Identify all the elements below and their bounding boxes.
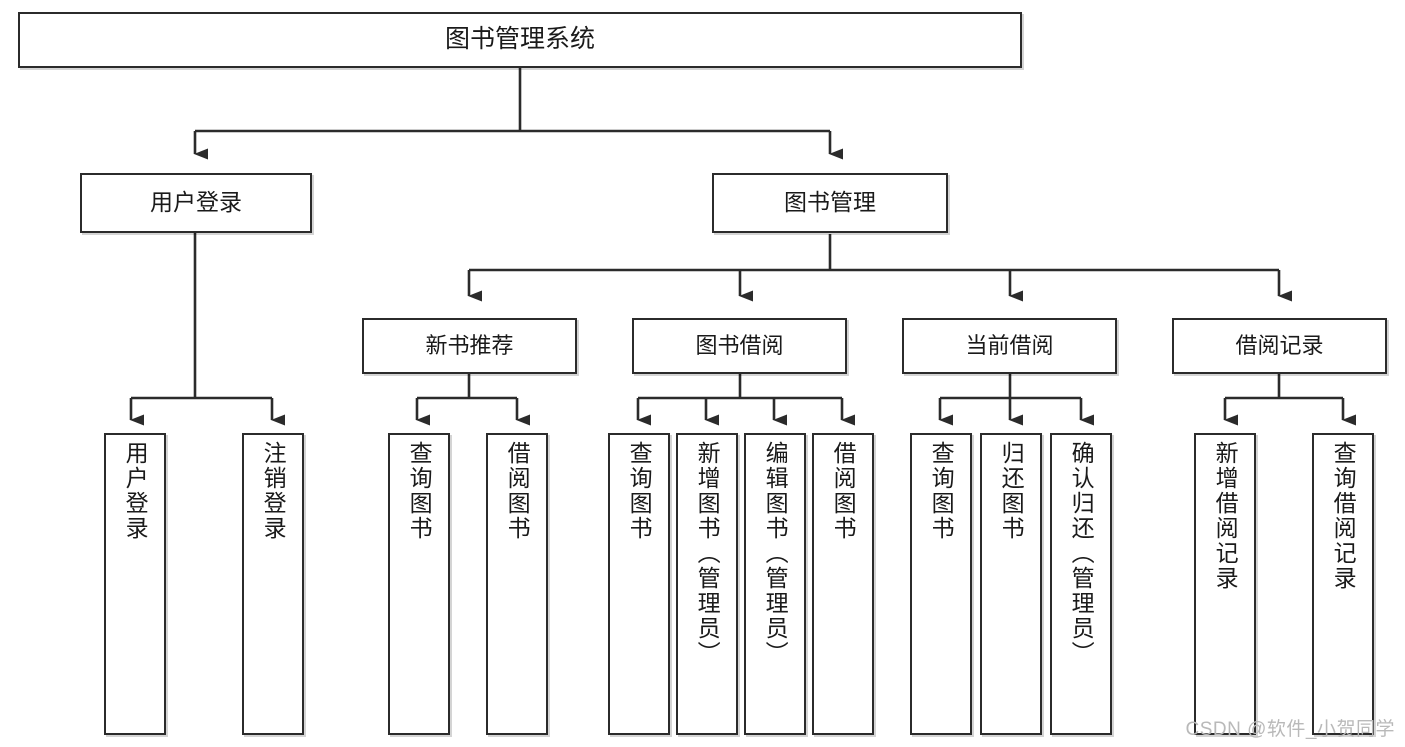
leaf-add-book-label: 新增图书（管理员） (694, 441, 721, 666)
leaf-edit-book[interactable]: 编辑图书（管理员） (744, 433, 806, 735)
leaf-query-record-label: 查询借阅记录 (1330, 441, 1357, 591)
leaf-confirm-return[interactable]: 确认归还（管理员） (1050, 433, 1112, 735)
leaf-user-login[interactable]: 用户登录 (104, 433, 166, 735)
node-book-manage-label: 图书管理 (784, 189, 876, 216)
leaf-logout-label: 注销登录 (260, 441, 287, 541)
leaf-query-book-3-label: 查询图书 (928, 441, 955, 541)
leaf-borrow-book-2-label: 借阅图书 (830, 441, 857, 541)
leaf-return-book[interactable]: 归还图书 (980, 433, 1042, 735)
watermark: CSDN @软件_小贺同学 (1185, 719, 1395, 740)
leaf-borrow-book-1-label: 借阅图书 (504, 441, 531, 541)
leaf-query-book-2[interactable]: 查询图书 (608, 433, 670, 735)
leaf-logout[interactable]: 注销登录 (242, 433, 304, 735)
leaf-borrow-book-2[interactable]: 借阅图书 (812, 433, 874, 735)
node-borrow-record-label: 借阅记录 (1235, 333, 1324, 359)
node-user-login-label: 用户登录 (150, 189, 242, 216)
leaf-add-book[interactable]: 新增图书（管理员） (676, 433, 738, 735)
leaf-query-book-1-label: 查询图书 (406, 441, 433, 541)
node-new-book-rec[interactable]: 新书推荐 (362, 318, 577, 374)
leaf-edit-book-label: 编辑图书（管理员） (762, 441, 789, 666)
node-borrow-record[interactable]: 借阅记录 (1172, 318, 1387, 374)
leaf-add-record-label: 新增借阅记录 (1212, 441, 1239, 591)
leaf-query-book-2-label: 查询图书 (626, 441, 653, 541)
leaf-confirm-return-label: 确认归还（管理员） (1068, 441, 1095, 666)
node-root[interactable]: 图书管理系统 (18, 12, 1022, 68)
node-current-borrow-label: 当前借阅 (965, 333, 1054, 359)
leaf-query-record[interactable]: 查询借阅记录 (1312, 433, 1374, 735)
node-root-label: 图书管理系统 (444, 25, 595, 54)
leaf-query-book-1[interactable]: 查询图书 (388, 433, 450, 735)
node-book-manage[interactable]: 图书管理 (712, 173, 948, 233)
node-book-borrow-label: 图书借阅 (695, 333, 784, 359)
node-current-borrow[interactable]: 当前借阅 (902, 318, 1117, 374)
leaf-user-login-label: 用户登录 (122, 441, 149, 541)
node-user-login[interactable]: 用户登录 (80, 173, 312, 233)
leaf-add-record[interactable]: 新增借阅记录 (1194, 433, 1256, 735)
leaf-query-book-3[interactable]: 查询图书 (910, 433, 972, 735)
node-book-borrow[interactable]: 图书借阅 (632, 318, 847, 374)
leaf-return-book-label: 归还图书 (998, 441, 1025, 541)
leaf-borrow-book-1[interactable]: 借阅图书 (486, 433, 548, 735)
node-new-book-rec-label: 新书推荐 (425, 333, 514, 359)
